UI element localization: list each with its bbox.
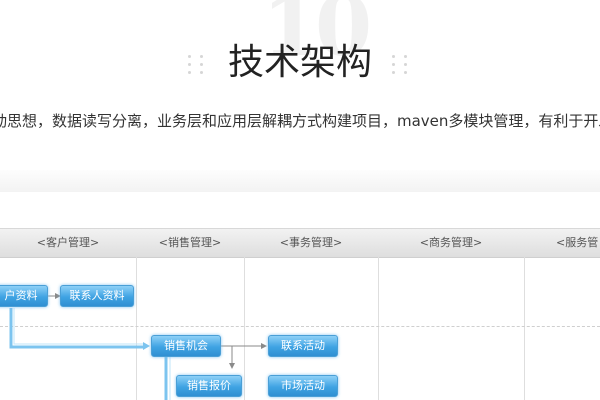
node-market-activity[interactable]: 市场活动: [268, 375, 338, 397]
column-divider: [524, 256, 525, 400]
section-number-watermark: 10: [262, 0, 372, 75]
column-divider: [378, 256, 379, 400]
flow-connectors: [9, 293, 267, 400]
node-sales-quote[interactable]: 销售报价: [176, 375, 242, 397]
section-description: 动思想，数据读写分离，业务层和应用层解耦方式构建项目，maven多模块管理，有利…: [0, 112, 600, 130]
column-divider: [244, 256, 245, 400]
column-header-bar: <客户管理> <销售管理> <事务管理> <商务管理> <服务管: [0, 228, 600, 258]
section-title: 技术架构: [227, 42, 372, 83]
node-contact-activity[interactable]: 联系活动: [268, 335, 338, 357]
divider-band: [0, 170, 600, 192]
column-header-service: <服务管: [556, 236, 599, 249]
column-header-business: <商务管理>: [419, 236, 483, 249]
node-customer-info[interactable]: 户资料: [0, 285, 48, 307]
node-sales-opportunity[interactable]: 销售机会: [151, 335, 221, 357]
row-separator: [0, 326, 600, 327]
column-header-affairs: <事务管理>: [279, 236, 343, 249]
node-contact-info[interactable]: 联系人资料: [60, 285, 134, 307]
column-header-sales: <销售管理>: [158, 236, 222, 249]
column-divider: [136, 256, 137, 400]
column-header-customer: <客户管理>: [36, 236, 100, 249]
architecture-diagram: <客户管理> <销售管理> <事务管理> <商务管理> <服务管 户资料 联系人…: [0, 228, 600, 400]
